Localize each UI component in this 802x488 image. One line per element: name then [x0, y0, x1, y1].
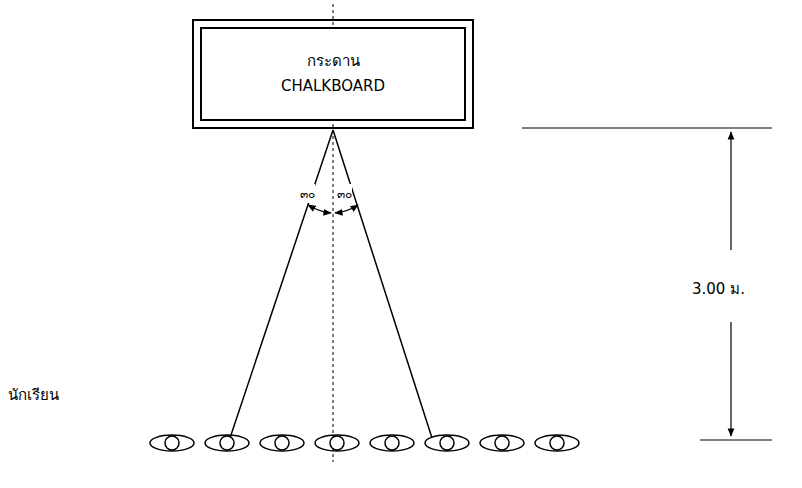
extension-line: [700, 440, 772, 441]
student-shoulders: [480, 435, 524, 451]
dimension-label: 3.00 ม.: [692, 277, 745, 301]
dimension-line: [730, 322, 731, 436]
extension-line: [522, 128, 772, 129]
chalkboard-box: กระดานCHALKBOARD: [200, 27, 466, 121]
student-head: [440, 436, 454, 450]
student-shoulders: [370, 435, 414, 451]
student-shoulders: [425, 435, 469, 451]
student-shoulders: [260, 435, 304, 451]
student-shoulders: [205, 435, 249, 451]
angle-arc: [308, 205, 331, 213]
student-head: [220, 436, 234, 450]
dimension-line: [730, 132, 731, 250]
sight-line: [230, 130, 333, 438]
student-shoulders: [535, 435, 579, 451]
student-label: นักเรียน: [8, 383, 59, 407]
board-label: CHALKBOARD: [281, 74, 385, 100]
angle-arc: [335, 205, 358, 213]
student-head: [495, 436, 509, 450]
angle-label: ๓๐: [337, 184, 352, 203]
student-head: [330, 436, 344, 450]
board-label: กระดาน: [307, 49, 360, 75]
student-shoulders: [150, 435, 194, 451]
student-head: [550, 436, 564, 450]
student-head: [385, 436, 399, 450]
student-head: [275, 436, 289, 450]
student-shoulders: [315, 435, 359, 451]
student-row: [150, 435, 579, 451]
board-frame: [193, 20, 473, 128]
sight-line: [333, 130, 432, 438]
angle-label: ๓๐: [300, 184, 315, 203]
student-head: [165, 436, 179, 450]
